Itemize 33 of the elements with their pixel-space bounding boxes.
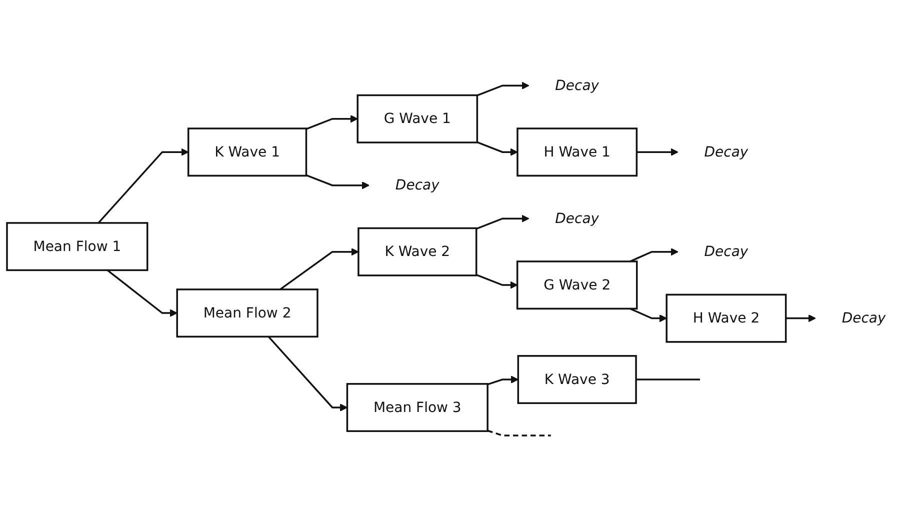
node-box: Mean Flow 3 xyxy=(346,382,488,432)
node-box: H Wave 1 xyxy=(516,127,638,176)
arrow xyxy=(487,375,518,385)
arrow xyxy=(306,174,370,189)
node-box: G Wave 2 xyxy=(516,260,638,310)
node-text: Decay xyxy=(842,309,886,326)
arrow xyxy=(268,336,348,412)
node-text: Decay xyxy=(704,143,748,160)
arrow xyxy=(98,148,189,224)
arrow xyxy=(280,248,359,290)
node-text: Decay xyxy=(395,176,440,193)
connector xyxy=(487,429,551,436)
arrow xyxy=(630,308,667,322)
arrow xyxy=(476,141,518,156)
arrow xyxy=(476,214,530,230)
arrow xyxy=(476,274,518,289)
arrow xyxy=(786,314,816,322)
node-text: Decay xyxy=(704,242,748,260)
node-box: Mean Flow 2 xyxy=(176,288,318,338)
node-box: K Wave 3 xyxy=(517,354,637,404)
arrow xyxy=(476,81,530,96)
node-box: H Wave 2 xyxy=(666,294,787,342)
node-text: Decay xyxy=(555,210,600,226)
node-text: Decay xyxy=(555,76,600,94)
node-box: K Wave 1 xyxy=(187,127,308,176)
node-box: G Wave 1 xyxy=(356,94,478,144)
connector xyxy=(636,378,700,380)
node-box: K Wave 2 xyxy=(358,227,478,276)
node-box: Mean Flow 1 xyxy=(6,222,148,271)
arrow xyxy=(306,114,358,130)
arrow xyxy=(636,148,678,156)
arrow xyxy=(106,269,178,317)
arrow xyxy=(630,248,678,262)
